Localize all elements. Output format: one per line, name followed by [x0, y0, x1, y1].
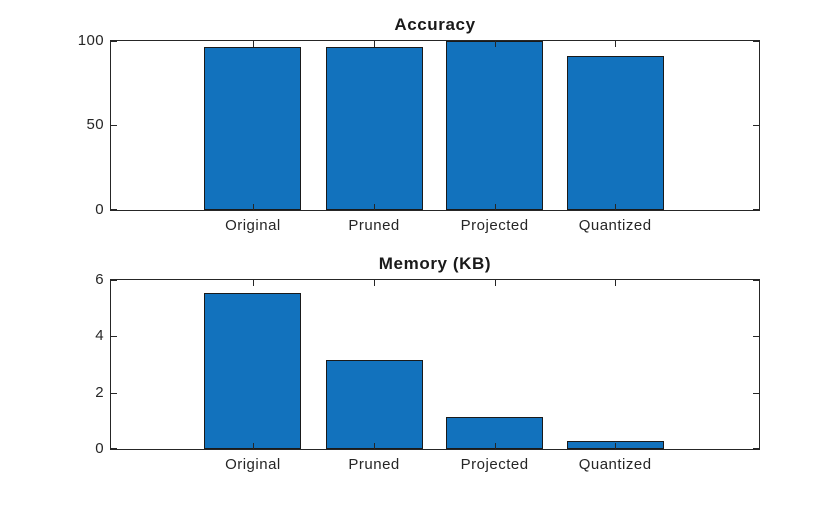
y-tick-label: 0 [95, 201, 104, 218]
y-tick-right [753, 448, 759, 449]
x-tick-label: Original [225, 217, 281, 234]
accuracy-plot-area [110, 40, 760, 211]
y-tick-right [753, 41, 759, 42]
x-tick-bottom [374, 443, 375, 449]
x-tick-bottom [374, 204, 375, 210]
y-tick-label: 50 [86, 116, 104, 133]
x-tick-label: Pruned [348, 456, 400, 473]
x-tick-label: Projected [460, 456, 529, 473]
bar-original [204, 293, 301, 449]
x-tick-top [495, 280, 496, 286]
bar-original [204, 47, 301, 210]
y-tick-label: 0 [95, 440, 104, 457]
y-tick-right [753, 209, 759, 210]
x-tick-top [615, 280, 616, 286]
bar-projected [446, 41, 543, 210]
memory-chart-title: Memory (KB) [378, 254, 492, 273]
x-tick-top [253, 41, 254, 47]
y-tick-left [111, 336, 117, 337]
y-tick-label: 6 [95, 271, 104, 288]
x-tick-bottom [615, 204, 616, 210]
x-tick-bottom [253, 443, 254, 449]
x-tick-top [495, 41, 496, 47]
y-tick-left [111, 280, 117, 281]
bar-pruned [326, 47, 423, 210]
y-tick-left [111, 125, 117, 126]
accuracy-chart-title: Accuracy [394, 15, 476, 34]
y-tick-left [111, 448, 117, 449]
y-tick-left [111, 209, 117, 210]
bar-pruned [326, 360, 423, 449]
x-tick-label: Pruned [348, 217, 400, 234]
x-tick-bottom [615, 443, 616, 449]
memory-plot-area [110, 279, 760, 450]
y-tick-right [753, 336, 759, 337]
x-tick-top [253, 280, 254, 286]
x-tick-top [615, 41, 616, 47]
x-tick-label: Projected [460, 217, 529, 234]
bar-quantized [567, 56, 664, 210]
y-tick-label: 4 [95, 327, 104, 344]
x-tick-label: Original [225, 456, 281, 473]
bar-projected [446, 417, 543, 449]
x-tick-bottom [495, 204, 496, 210]
x-tick-top [374, 280, 375, 286]
y-tick-left [111, 393, 117, 394]
x-tick-bottom [253, 204, 254, 210]
x-tick-label: Quantized [578, 456, 652, 473]
y-tick-right [753, 393, 759, 394]
y-tick-label: 100 [77, 32, 104, 49]
x-tick-label: Quantized [578, 217, 652, 234]
y-tick-left [111, 41, 117, 42]
y-tick-right [753, 280, 759, 281]
x-tick-bottom [495, 443, 496, 449]
x-tick-top [374, 41, 375, 47]
y-tick-right [753, 125, 759, 126]
y-tick-label: 2 [95, 384, 104, 401]
